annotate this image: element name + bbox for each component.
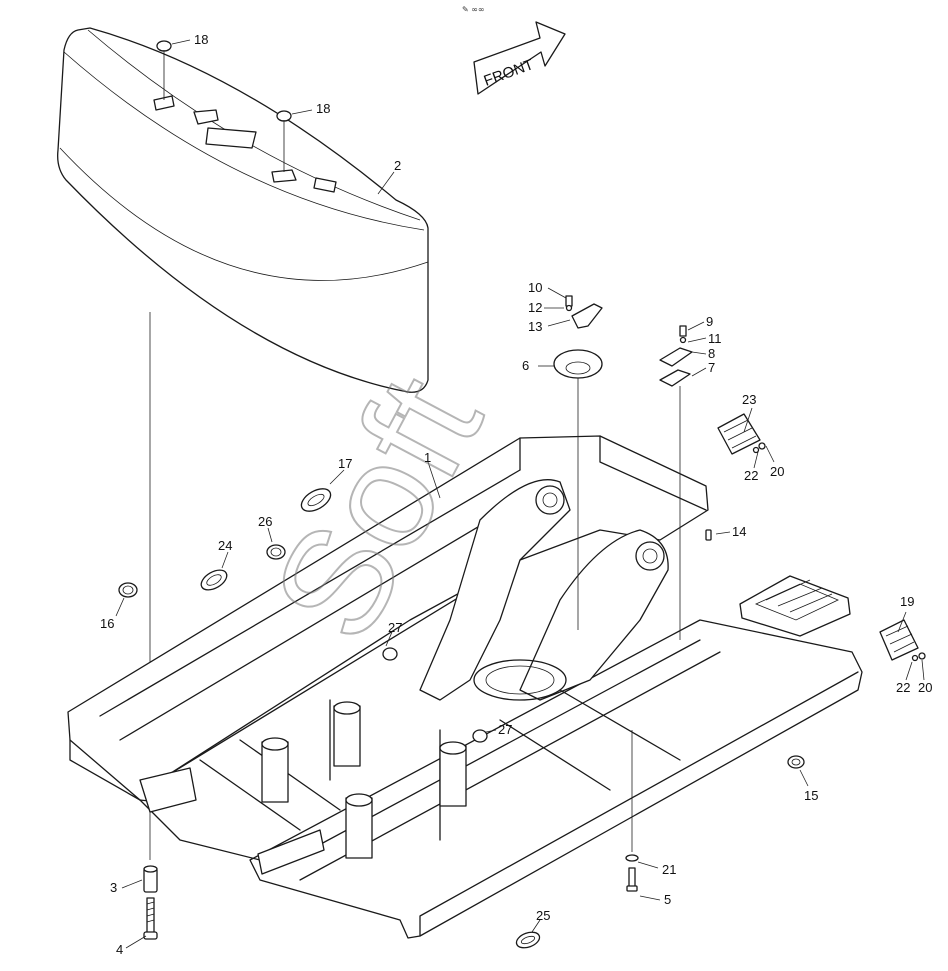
callouts: 1 2 3 4 5 6 7 8 9 10 11 12 13 14 15 16 1… <box>100 32 932 957</box>
spacer-bolt-right <box>625 730 639 892</box>
grille-19 <box>879 619 926 662</box>
grommet-25 <box>515 931 541 949</box>
grommet-15 <box>787 755 805 769</box>
callout-20a: 20 <box>770 464 784 479</box>
callout-18b: 18 <box>316 101 330 116</box>
callout-27b: 27 <box>498 722 512 737</box>
callout-24: 24 <box>218 538 232 553</box>
plate-7-8 <box>659 347 693 640</box>
bracket-13 <box>565 295 603 329</box>
callout-4: 4 <box>116 942 123 957</box>
front-arrow: FRONT <box>473 21 566 95</box>
callout-27a: 27 <box>388 620 402 635</box>
main-frame <box>67 435 863 939</box>
callout-6: 6 <box>522 358 529 373</box>
callout-22a: 22 <box>744 468 758 483</box>
callout-25: 25 <box>536 908 550 923</box>
callout-13: 13 <box>528 319 542 334</box>
leader-lines <box>115 39 925 949</box>
grommet-27 <box>382 647 488 743</box>
callout-5: 5 <box>664 892 671 907</box>
counterweight <box>57 27 429 393</box>
callout-1: 1 <box>424 450 431 465</box>
callout-20b: 20 <box>918 680 932 695</box>
callout-26: 26 <box>258 514 272 529</box>
pin-14 <box>705 529 712 541</box>
cover-6 <box>553 349 603 630</box>
callout-15: 15 <box>804 788 818 803</box>
callout-11: 11 <box>708 331 722 346</box>
callout-10: 10 <box>528 280 542 295</box>
callout-21: 21 <box>662 862 676 877</box>
callout-8: 8 <box>708 346 715 361</box>
callout-3: 3 <box>110 880 117 895</box>
grommet-17 <box>300 488 332 512</box>
callout-7: 7 <box>708 360 715 375</box>
callout-2: 2 <box>394 158 401 173</box>
callout-14: 14 <box>732 524 746 539</box>
callout-17: 17 <box>338 456 352 471</box>
callout-22b: 22 <box>896 680 910 695</box>
callout-23: 23 <box>742 392 756 407</box>
callout-19: 19 <box>900 594 914 609</box>
callout-12: 12 <box>528 300 542 315</box>
grille-23 <box>717 413 766 455</box>
grommet-24 <box>200 569 228 591</box>
callout-9: 9 <box>706 314 713 329</box>
grommet-26 <box>266 544 286 560</box>
header-mark: ✎ ∞∞ <box>462 5 485 14</box>
spacer-bolt-left <box>143 865 158 940</box>
callout-16: 16 <box>100 616 114 631</box>
callout-18a: 18 <box>194 32 208 47</box>
grommet-16 <box>118 582 138 598</box>
